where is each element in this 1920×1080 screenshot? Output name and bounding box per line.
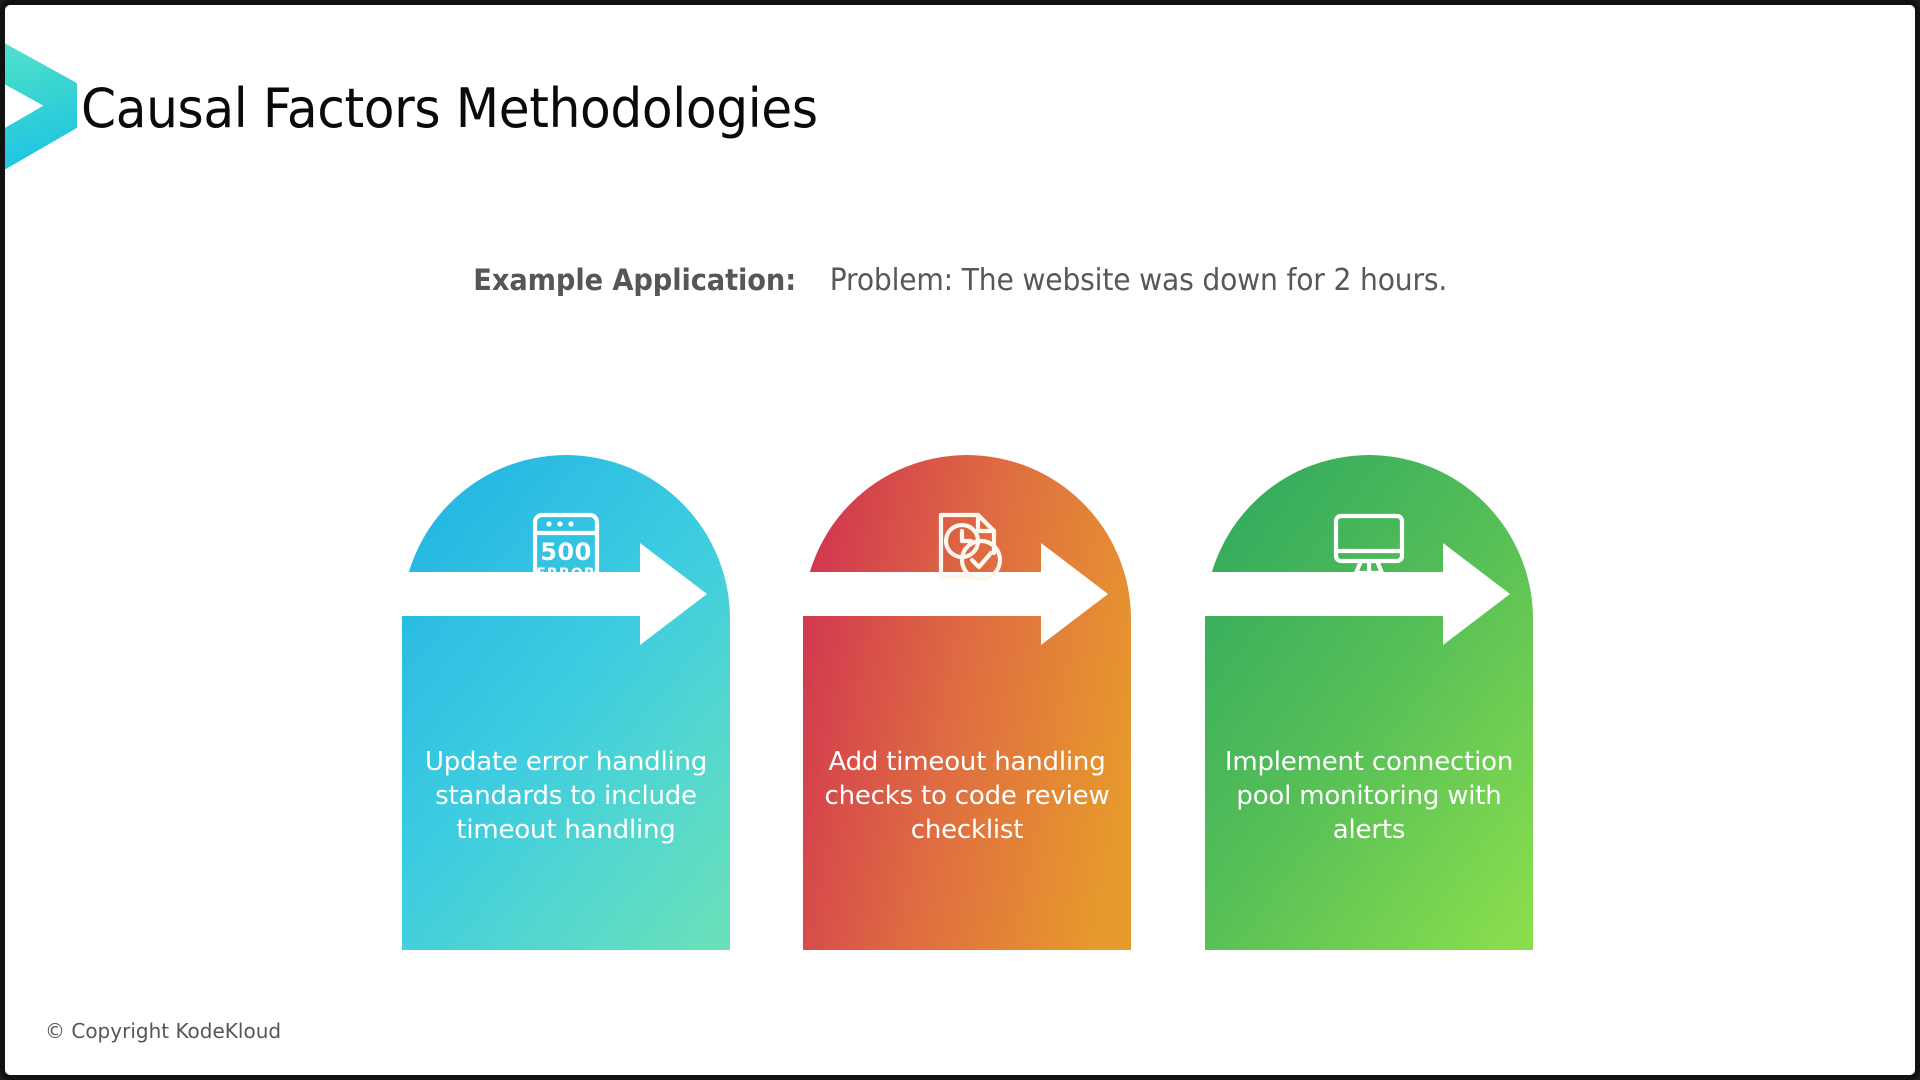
card-caption: Implement connection pool monitoring wit…	[1224, 747, 1514, 845]
card-shape	[803, 455, 1131, 950]
copyright-footer: © Copyright KodeKloud	[45, 1019, 282, 1043]
card-implement-pool-monitoring[interactable]: Implement connection pool monitoring wit…	[1205, 455, 1533, 950]
card-caption: Add timeout handling checks to code revi…	[824, 747, 1110, 845]
card-shape	[402, 455, 730, 950]
card-add-timeout-checks[interactable]: Add timeout handling checks to code revi…	[803, 455, 1131, 950]
intro-block: Example Application: Problem: The websit…	[5, 223, 1915, 298]
chevron-right-icon	[5, 27, 89, 187]
card-group: 500 ERROR Update error handling standard…	[402, 455, 1533, 950]
card-shape	[1205, 455, 1533, 950]
card-update-error-handling[interactable]: 500 ERROR Update error handling standard…	[402, 455, 730, 950]
card-caption: Update error handling standards to inclu…	[424, 747, 708, 845]
intro-heading: Example Application:	[472, 263, 796, 297]
page-title: Causal Factors Methodologies	[81, 77, 818, 140]
intro-problem-statement: Problem: The website was down for 2 hour…	[830, 263, 1448, 298]
